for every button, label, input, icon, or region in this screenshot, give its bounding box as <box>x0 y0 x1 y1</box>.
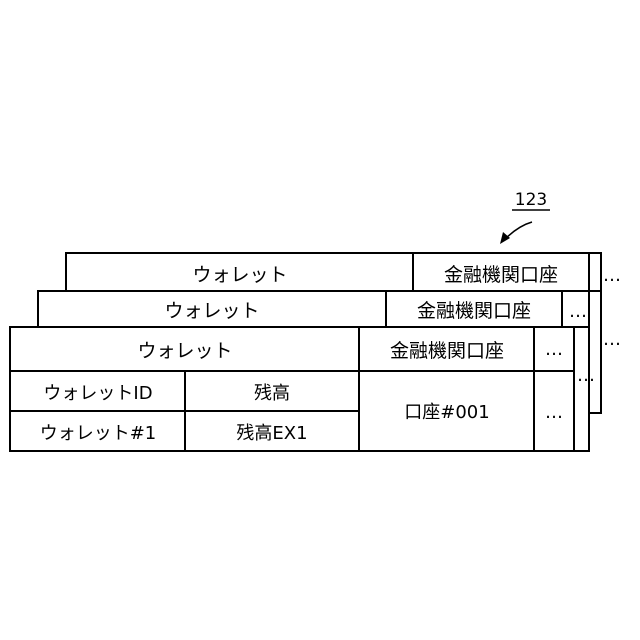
column-header-wallet-id: ウォレットID <box>43 383 152 404</box>
column-header-balance: 残高 <box>254 383 290 404</box>
middle-header-wallet: ウォレット <box>164 300 259 322</box>
cell-balance: 残高EX1 <box>236 423 307 444</box>
front-header-wallet: ウォレット <box>137 340 232 362</box>
middle-side-more: … <box>577 365 595 386</box>
middle-header-more: … <box>569 301 587 322</box>
cell-wallet-id: ウォレット#1 <box>40 423 157 444</box>
back-header-bank-account: 金融機関口座 <box>444 264 558 286</box>
front-header-bank-account: 金融機関口座 <box>390 340 504 362</box>
back-header-more: … <box>603 265 621 286</box>
back-header-wallet: ウォレット <box>192 264 287 286</box>
cell-more: … <box>545 402 563 423</box>
back-side-more: … <box>603 329 621 350</box>
reference-arrowhead <box>500 232 510 244</box>
front-header-more: … <box>545 339 563 360</box>
reference-number: 123 <box>515 190 547 210</box>
middle-header-bank-account: 金融機関口座 <box>417 300 531 322</box>
table-layer-front: ウォレット 金融機関口座 … … ウォレットID 残高 ウォレット#1 残高EX… <box>10 327 595 451</box>
cell-account: 口座#001 <box>404 402 489 423</box>
